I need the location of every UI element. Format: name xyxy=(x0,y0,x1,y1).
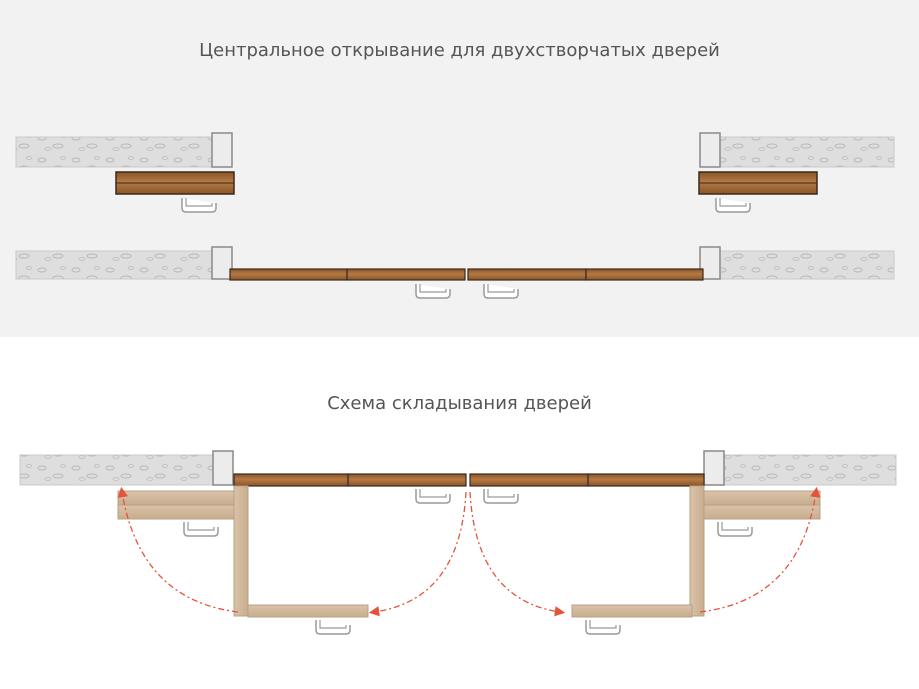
wall-right-2 xyxy=(709,250,895,280)
door-leaves-flat xyxy=(229,268,704,281)
door-handle-icon xyxy=(585,619,621,635)
frame-left-1 xyxy=(211,132,233,168)
wall-right-3 xyxy=(711,454,897,486)
folded-leaves-right xyxy=(571,485,821,618)
frame-right-2 xyxy=(699,246,721,280)
door-handle-icon xyxy=(415,488,451,504)
wall-left-3 xyxy=(19,454,219,486)
door-handle-icon xyxy=(715,197,751,213)
door-handle-icon xyxy=(717,521,753,537)
door-leaves-closed xyxy=(233,473,705,487)
wall-left-1 xyxy=(15,136,217,168)
door-handle-icon xyxy=(181,197,217,213)
door-handle-icon xyxy=(483,488,519,504)
wall-right-1 xyxy=(709,136,895,168)
frame-right-3 xyxy=(703,450,725,486)
top-section-title: Центральное открывание для двухстворчаты… xyxy=(199,40,720,61)
door-handle-icon xyxy=(315,619,351,635)
bottom-section-title: Схема складывания дверей xyxy=(327,393,592,414)
folded-leaves-left xyxy=(117,485,369,618)
fold-arrow-icon xyxy=(117,486,821,617)
top-panel-background xyxy=(0,0,919,337)
door-handle-icon xyxy=(415,283,451,299)
door-handle-icon xyxy=(183,521,219,537)
wall-left-2 xyxy=(15,250,217,280)
frame-right-1 xyxy=(699,132,721,168)
frame-left-2 xyxy=(211,246,233,280)
door-handle-icon xyxy=(483,283,519,299)
frame-left-3 xyxy=(212,450,234,486)
